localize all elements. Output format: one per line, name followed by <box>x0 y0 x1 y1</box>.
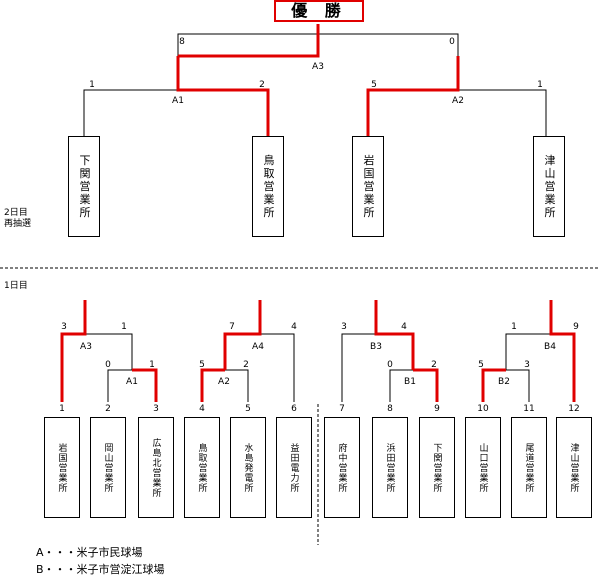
winner-path <box>178 24 320 58</box>
game-label: A3 <box>312 62 324 72</box>
team-name: 鳥取営業所 <box>262 154 275 219</box>
score-label: 5 <box>199 360 205 370</box>
game-label: A3 <box>80 342 92 352</box>
legend-a: A・・・米子市民球場 <box>36 546 143 559</box>
bracket-line <box>505 333 575 402</box>
team-name: 岩国営業所 <box>56 442 67 493</box>
game-label: B2 <box>498 377 510 387</box>
draw-number: 8 <box>387 404 393 414</box>
score-label: 5 <box>371 80 377 90</box>
team-box: 益田電力所 <box>276 417 312 518</box>
score-label: 3 <box>341 322 347 332</box>
game-label: A4 <box>252 342 264 352</box>
team-name: 岩国営業所 <box>362 154 375 219</box>
draw-number: 7 <box>339 404 345 414</box>
draw-number: 11 <box>523 404 535 414</box>
team-box: 岡山営業所 <box>90 417 126 518</box>
team-box: 下関営業所 <box>68 136 100 237</box>
winner-path <box>549 300 576 402</box>
game-label: B1 <box>404 377 416 387</box>
team-name: 鳥取営業所 <box>196 442 207 493</box>
winner-path <box>223 300 262 370</box>
game-label: A2 <box>452 96 464 106</box>
winner-path <box>60 300 87 402</box>
draw-number: 9 <box>434 404 440 414</box>
game-label: A2 <box>218 377 230 387</box>
score-label: 2 <box>259 80 265 90</box>
team-box: 広島北営業所 <box>138 417 174 518</box>
team-box: 津山営業所 <box>556 417 592 518</box>
team-name: 山口営業所 <box>477 442 488 493</box>
day2-label-text: 2日目 <box>4 208 28 218</box>
draw-number: 6 <box>291 404 297 414</box>
day1-label: 1日目 <box>4 281 28 291</box>
score-label: 2 <box>431 360 437 370</box>
draw-number: 2 <box>105 404 111 414</box>
team-name: 津山営業所 <box>568 442 579 493</box>
day2-sub-label: 再抽選 <box>4 219 32 229</box>
team-name: 岡山営業所 <box>102 442 113 493</box>
championship-title: 優 勝 <box>274 0 364 22</box>
winner-path <box>374 300 415 370</box>
team-name: 浜田営業所 <box>384 442 395 493</box>
score-label: 2 <box>243 360 249 370</box>
winner-path <box>176 56 270 136</box>
score-label: 3 <box>61 322 67 332</box>
score-label: 1 <box>537 80 543 90</box>
team-name: 下関営業所 <box>431 442 442 493</box>
bracket-line <box>61 333 133 402</box>
draw-number: 10 <box>477 404 489 414</box>
draw-number: 3 <box>153 404 159 414</box>
score-label: 1 <box>121 322 127 332</box>
score-label: 0 <box>449 37 455 47</box>
score-label: 1 <box>89 80 95 90</box>
winner-path <box>413 368 439 402</box>
team-box: 岩国営業所 <box>44 417 80 518</box>
score-label: 8 <box>179 37 185 47</box>
team-box: 水島発電所 <box>230 417 266 518</box>
score-label: 4 <box>291 322 297 332</box>
score-label: 3 <box>524 360 530 370</box>
team-name: 下関営業所 <box>78 154 91 219</box>
score-label: 7 <box>229 322 235 332</box>
team-name: 益田電力所 <box>288 442 299 493</box>
team-box: 津山営業所 <box>533 136 565 237</box>
score-label: 1 <box>511 322 517 332</box>
day2-label: 2日目 再抽選 <box>4 208 31 230</box>
game-label: A1 <box>126 377 138 387</box>
draw-number: 5 <box>245 404 251 414</box>
winner-path <box>366 56 460 136</box>
team-box: 下関営業所 <box>419 417 455 518</box>
team-box: 府中営業所 <box>324 417 360 518</box>
team-name: 広島北営業所 <box>150 437 161 498</box>
team-name: 府中営業所 <box>336 442 347 493</box>
team-box: 山口営業所 <box>465 417 501 518</box>
winner-path <box>200 368 225 402</box>
team-box: 鳥取営業所 <box>252 136 284 237</box>
draw-number: 12 <box>568 404 580 414</box>
game-label: B3 <box>370 342 382 352</box>
team-box: 尾道営業所 <box>511 417 547 518</box>
team-box: 岩国営業所 <box>352 136 384 237</box>
game-label: A1 <box>172 96 184 106</box>
team-name: 水島発電所 <box>242 442 253 493</box>
winner-path <box>481 368 506 402</box>
draw-number: 4 <box>199 404 205 414</box>
score-label: 1 <box>149 360 155 370</box>
score-label: 9 <box>573 322 579 332</box>
score-label: 0 <box>105 360 111 370</box>
score-label: 4 <box>401 322 407 332</box>
game-label: B4 <box>544 342 556 352</box>
team-name: 津山営業所 <box>543 154 556 219</box>
legend-b: B・・・米子市営淀江球場 <box>36 563 165 576</box>
score-label: 5 <box>478 360 484 370</box>
draw-number: 1 <box>59 404 65 414</box>
team-box: 鳥取営業所 <box>184 417 220 518</box>
team-box: 浜田営業所 <box>372 417 408 518</box>
score-label: 0 <box>387 360 393 370</box>
winner-path <box>132 368 158 402</box>
team-name: 尾道営業所 <box>523 442 534 493</box>
